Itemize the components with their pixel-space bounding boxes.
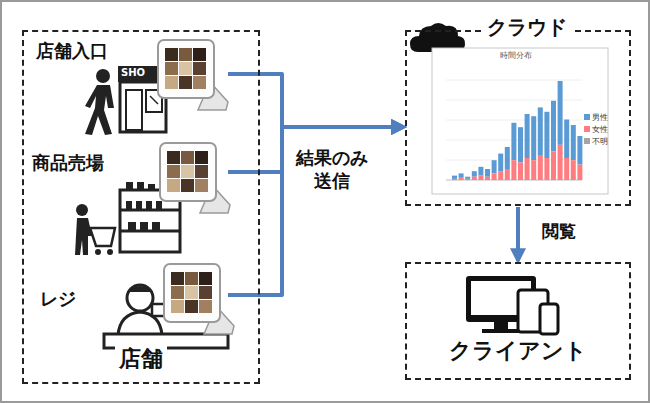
register-area: レジ: [30, 256, 228, 348]
chart-image: [432, 48, 608, 194]
chart-title: 時間分布: [500, 50, 532, 61]
sensor-device: [164, 264, 234, 334]
edge-label: 結果のみ送信: [292, 146, 372, 193]
legend-swatch: [584, 138, 590, 144]
store-area: 店舗 店舗入口商品売場レジ: [22, 30, 260, 384]
edge-label: 閲覧: [534, 220, 584, 242]
shop-illustration: [85, 66, 168, 135]
node-title: 店舗入口: [36, 40, 108, 62]
node-title: 店舗: [115, 346, 167, 372]
client-devices: [466, 276, 558, 334]
node-title: 商品売場: [32, 152, 104, 174]
legend-text: 不明: [592, 137, 608, 146]
legend-swatch: [584, 114, 590, 120]
sensor-device: [160, 143, 230, 213]
legend-row: 男性: [584, 112, 608, 123]
shop-sign-text: SHO: [121, 67, 145, 78]
sales-floor-area: 商品売場: [30, 144, 228, 252]
client-box: クライアント: [405, 262, 631, 380]
legend-text: 男性: [592, 113, 608, 122]
flow-arrow: [516, 207, 520, 261]
node-title: クラウド: [483, 15, 571, 39]
flow-arrow: [228, 127, 404, 295]
node-title: クライアント: [449, 338, 587, 364]
node-title: レジ: [40, 288, 76, 310]
entrance-area: 店舗入口: [30, 36, 228, 140]
legend-text: 女性: [592, 125, 608, 134]
legend-row: 女性: [584, 124, 608, 135]
sensor-device: [158, 40, 228, 110]
flow-arrow: [228, 74, 404, 127]
legend-swatch: [584, 126, 590, 132]
legend-row: 不明: [584, 136, 608, 147]
